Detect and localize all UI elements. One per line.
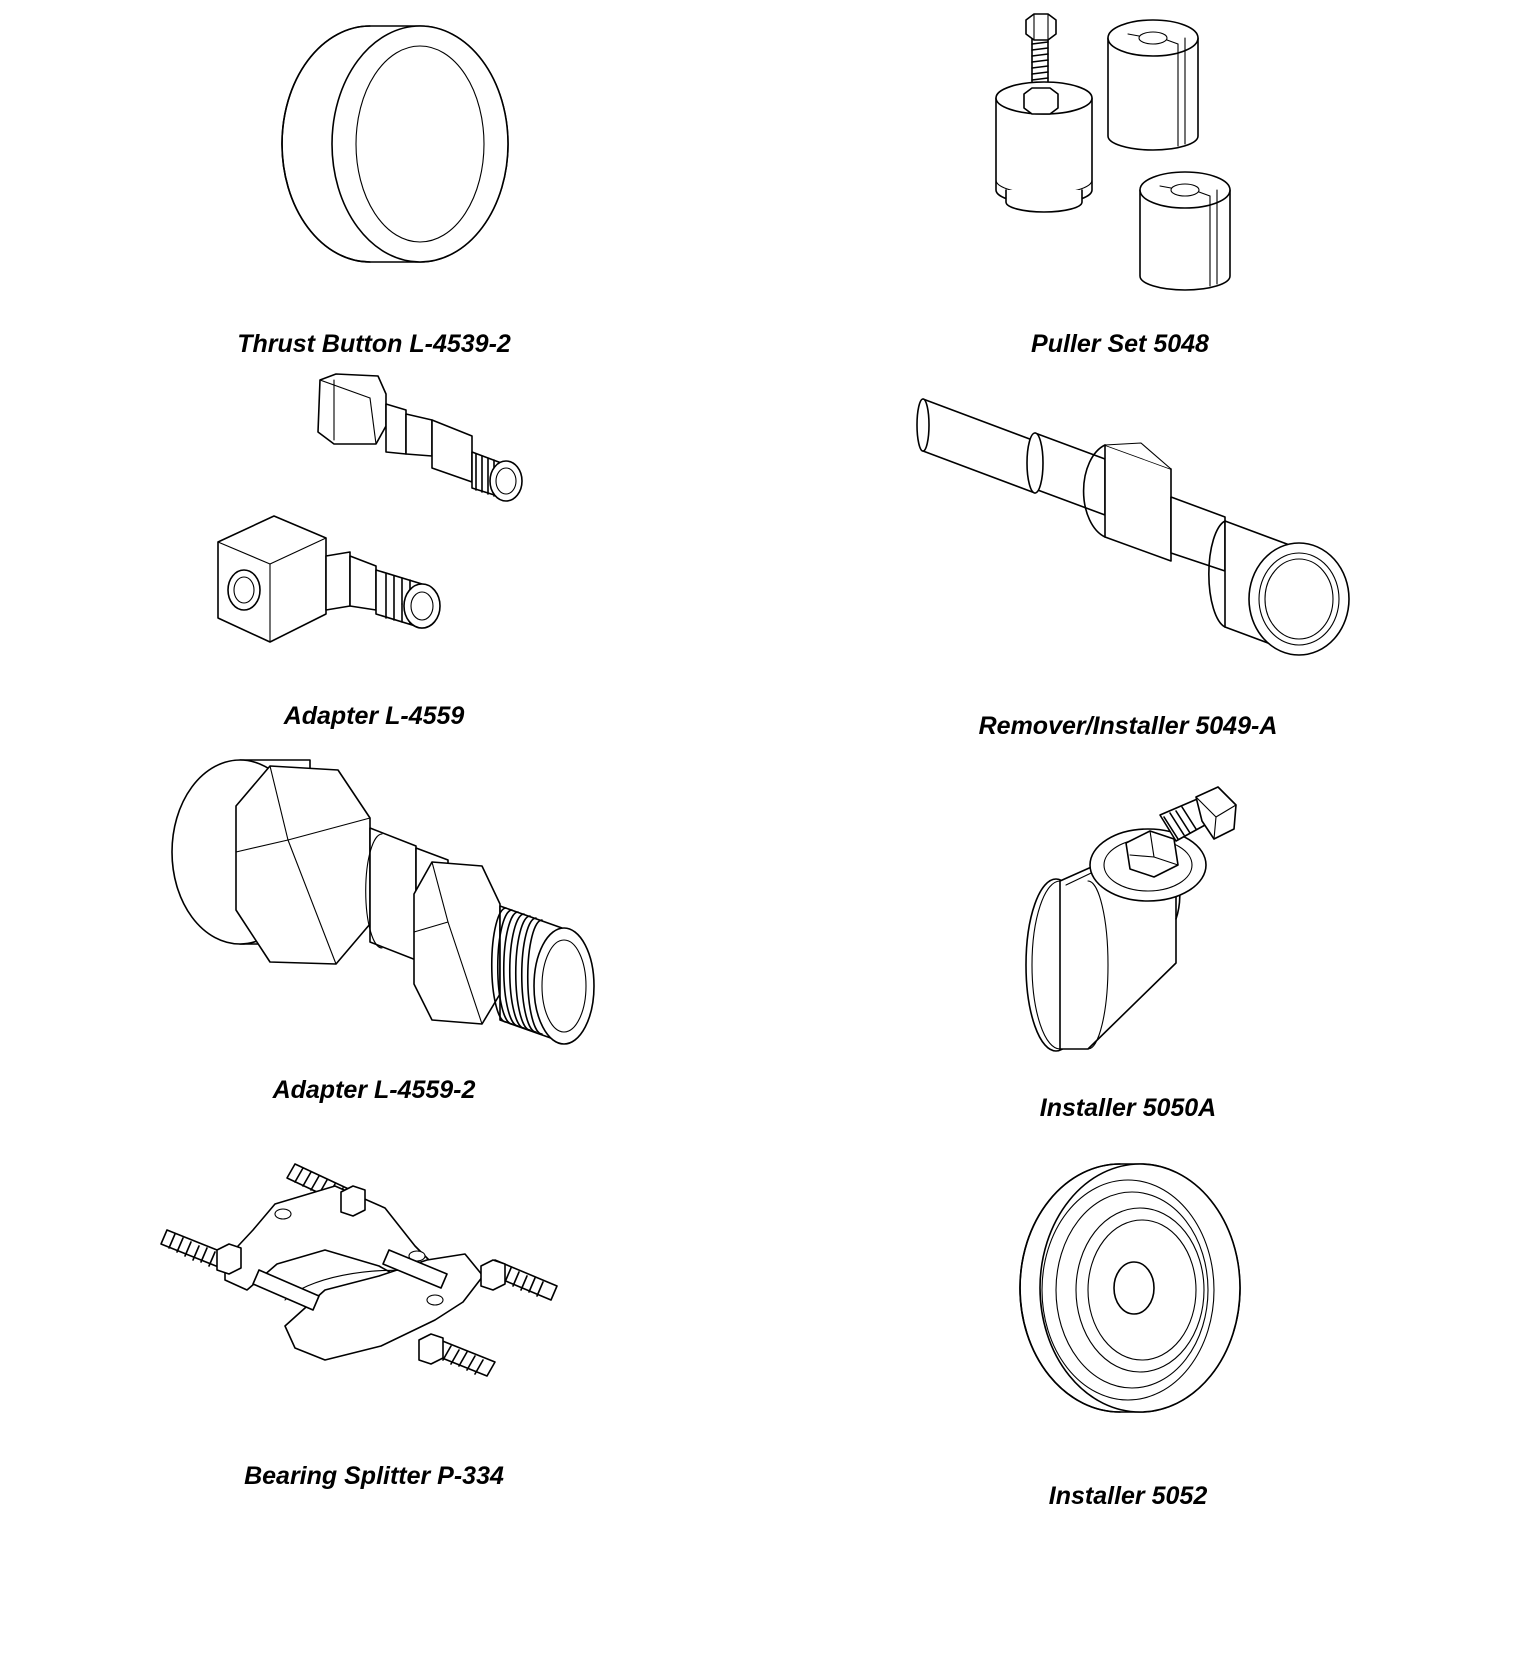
- tool-puller-set: [990, 8, 1260, 293]
- tool-thrust-button: [260, 20, 509, 270]
- installer-5050a-illustration: [1025, 786, 1237, 1052]
- tool-adapter-l4559: [210, 370, 540, 680]
- caption-puller-set: Puller Set 5048: [1031, 330, 1209, 358]
- caption-bearing-splitter: Bearing Splitter P-334: [244, 1462, 504, 1490]
- installer-5052-illustration: [1019, 1163, 1241, 1413]
- tool-installer-5052: [1010, 1160, 1250, 1420]
- adapter-l4559-2-illustration: [171, 759, 595, 1045]
- caption-installer-5050a: Installer 5050A: [1039, 1094, 1217, 1122]
- puller-set-illustration: [995, 13, 1231, 291]
- adapter-l4559-illustration: [217, 373, 523, 643]
- caption-installer-5052: Installer 5052: [1048, 1482, 1208, 1510]
- thrust-button-illustration: [281, 25, 509, 263]
- caption-adapter-l4559-2: Adapter L-4559-2: [272, 1076, 476, 1104]
- bearing-splitter-illustration: [160, 1163, 558, 1377]
- remover-installer-illustration: [916, 398, 1350, 656]
- tool-remover-installer: [915, 385, 1350, 675]
- tool-installer-5050a: [980, 786, 1300, 1070]
- caption-thrust-button: Thrust Button L-4539-2: [237, 330, 511, 358]
- caption-remover-installer: Remover/Installer 5049-A: [978, 712, 1278, 740]
- tool-adapter-l4559-2: [170, 752, 595, 1062]
- caption-adapter-l4559: Adapter L-4559: [283, 702, 465, 730]
- tool-bearing-splitter: [160, 1150, 585, 1400]
